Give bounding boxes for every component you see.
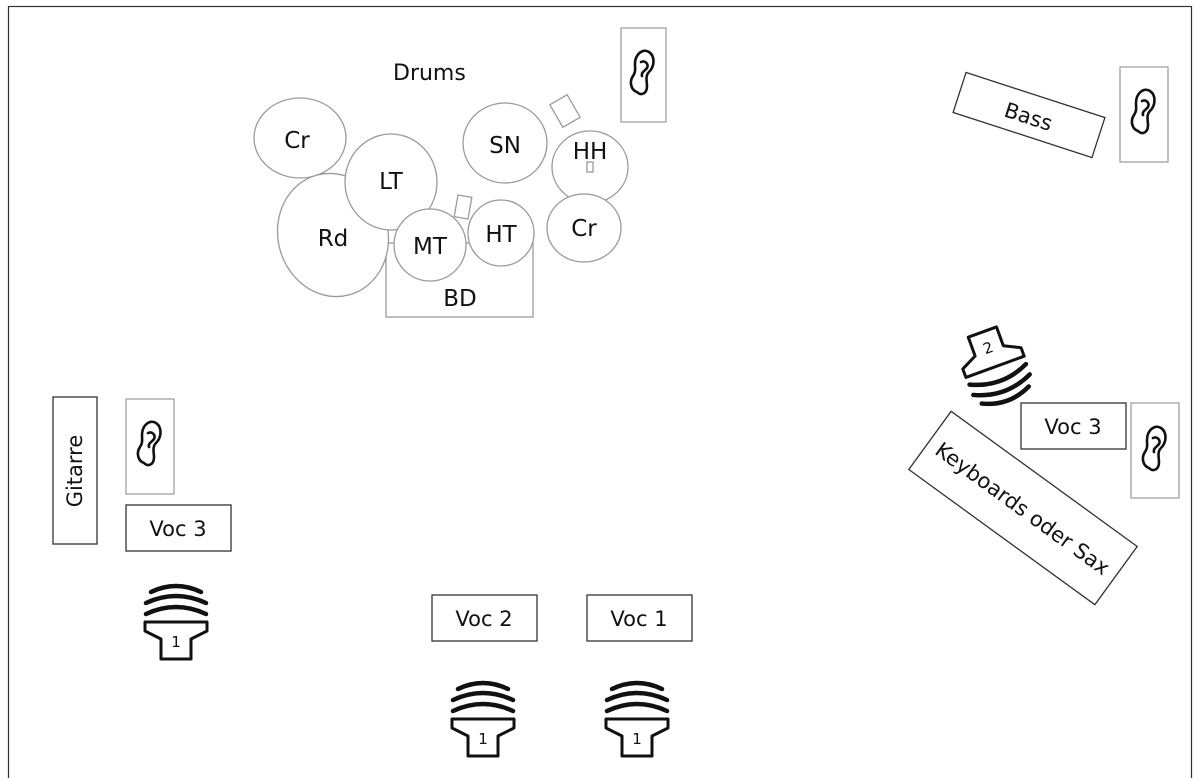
monitor-number: 1 <box>478 730 488 748</box>
monitor-wedge-voc1: 1 <box>606 683 668 756</box>
monitor-wedge-icon <box>953 321 1036 411</box>
in-ear-keys <box>1130 402 1180 499</box>
voc3-left-position: Voc 3 <box>125 504 232 552</box>
in-ear-bass <box>1119 66 1169 163</box>
bass-position: Bass <box>952 71 1106 159</box>
high-tom-label: HT <box>485 222 517 248</box>
voc3-left-label: Voc 3 <box>149 517 206 541</box>
crash-right <box>546 193 622 263</box>
mid-tom <box>393 208 467 282</box>
voc2-position: Voc 2 <box>431 594 538 642</box>
high-tom <box>467 199 535 267</box>
voc1-label: Voc 1 <box>610 607 667 631</box>
monitor-number: 1 <box>171 633 181 651</box>
voc3-right-position: Voc 3 <box>1020 402 1127 450</box>
snare-label: SN <box>489 133 521 159</box>
tom-mount <box>453 194 473 220</box>
in-ear-guitar <box>125 398 175 495</box>
stage-border <box>7 5 1193 778</box>
ride-label: Rd <box>318 226 349 252</box>
voc1-position: Voc 1 <box>586 594 693 642</box>
snare <box>462 102 548 184</box>
guitar-position: Gitarre <box>52 396 98 545</box>
crash-left-label: Cr <box>284 128 310 154</box>
keys-label: Keyboards oder Sax <box>931 438 1114 580</box>
hihat-label: HH <box>573 139 608 165</box>
low-tom <box>344 133 438 231</box>
monitor-wedge-voc2: 1 <box>452 683 514 756</box>
crash-left <box>253 97 347 179</box>
voc3-right-label: Voc 3 <box>1044 415 1101 439</box>
hihat-stand <box>586 161 594 173</box>
drum-kit: Drums BD Cr Rd LT SN HH Cr MT HT <box>253 61 629 318</box>
guitar-label: Gitarre <box>63 435 87 508</box>
hihat-pedal <box>548 93 582 129</box>
in-ear-drums <box>620 27 667 123</box>
mid-tom-label: MT <box>413 234 448 260</box>
drums-title: Drums <box>393 61 466 86</box>
monitor-wedge-keys: 2 <box>953 321 1036 411</box>
monitor-wedge-guitar: 1 <box>145 586 207 659</box>
low-tom-label: LT <box>379 169 404 195</box>
voc2-label: Voc 2 <box>455 607 512 631</box>
monitor-number: 1 <box>632 730 642 748</box>
crash-right-label: Cr <box>571 216 597 242</box>
bass-drum-label: BD <box>443 286 477 312</box>
